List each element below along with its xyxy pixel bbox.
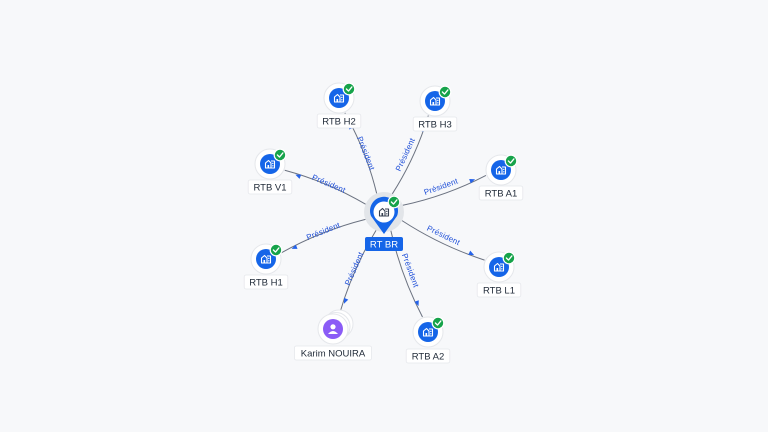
edge-arrow-icon [295,174,302,179]
edge-label: Président [311,173,348,195]
edge-rtb-h1[interactable]: Président [280,218,366,254]
node-label-text: RTB H1 [249,277,283,288]
node-label: RTB V1 [247,179,293,195]
node-rtb-v1[interactable]: RTB V1 [247,148,293,195]
center-label: RT BR [365,237,403,251]
edge-rtb-l1[interactable]: Président [401,220,485,261]
node-rtb-h2[interactable]: RTB H2 [316,82,362,129]
verified-check-icon [431,316,445,330]
building-icon [422,327,434,337]
verified-check-icon [269,243,283,257]
verified-check-icon [502,251,516,265]
building-icon [378,207,390,217]
building-icon [493,262,505,272]
person-icon [328,324,338,334]
node-label-text: RTB H2 [322,116,356,127]
center-pin-inner [373,201,395,223]
building-icon [495,165,507,175]
building-icon [429,96,441,106]
node-rtb-a1[interactable]: RTB A1 [478,154,524,201]
edge-label: Président [305,220,342,242]
edge-rtb-v1[interactable]: Président [284,169,366,205]
node-rtb-l1[interactable]: RTB L1 [476,251,522,298]
node-label-text: RTB H3 [418,119,452,130]
node-label: RTB H3 [412,116,458,132]
node-disc [418,322,438,342]
edge-rtb-a1[interactable]: Président [402,174,487,206]
center-label-text: RT BR [370,240,398,251]
edge-label: Président [355,135,377,172]
verified-check-icon [504,154,518,168]
verified-check-icon [387,195,401,209]
edge-line [280,218,366,254]
node-label: RTB A1 [478,185,524,201]
node-rtb-a2[interactable]: RTB A2 [405,316,451,364]
node-karim-nouira[interactable]: Karim NOUIRA [293,309,372,361]
verified-check-icon [438,85,452,99]
edge-arrow-icon [414,300,419,307]
edge-arrow-icon [343,297,349,304]
node-rtb-h1[interactable]: RTB H1 [243,243,289,290]
node-disc [489,257,509,277]
edge-line [284,169,366,205]
node-label-text: RTB L1 [483,285,515,296]
node-disc [256,249,276,269]
node-label: RTB H2 [316,113,362,129]
node-label-text: RTB V1 [253,182,286,193]
center-node[interactable]: RT BR [364,192,404,251]
edge-line [401,220,485,261]
building-icon [333,93,345,103]
edge-arrow-icon [291,244,298,249]
building-icon [260,254,272,264]
node-label: RTB A2 [405,348,451,364]
edge-label: Président [400,252,421,289]
edge-line [402,174,487,206]
node-label: RTB L1 [476,282,522,298]
edge-arrow-icon [468,250,475,256]
node-label-text: RTB A2 [412,351,445,362]
edge-arrow-icon [469,178,476,184]
node-disc [425,91,445,111]
verified-check-icon [342,82,356,96]
node-disc [491,160,511,180]
node-label: Karim NOUIRA [293,345,372,361]
node-rtb-h3[interactable]: RTB H3 [412,85,458,132]
building-icon [264,159,276,169]
edge-label: Président [343,250,366,287]
node-label-text: Karim NOUIRA [301,348,366,359]
node-label: RTB H1 [243,274,289,290]
node-label-text: RTB A1 [485,188,518,199]
verified-check-icon [273,148,287,162]
node-disc [329,88,349,108]
node-disc [260,154,280,174]
edge-label: Président [423,176,460,197]
nodes-layer: RTB H2 RTB H3 RTB V1 RTB A1 RTB H1 RTB L1 Kari… [243,82,524,364]
